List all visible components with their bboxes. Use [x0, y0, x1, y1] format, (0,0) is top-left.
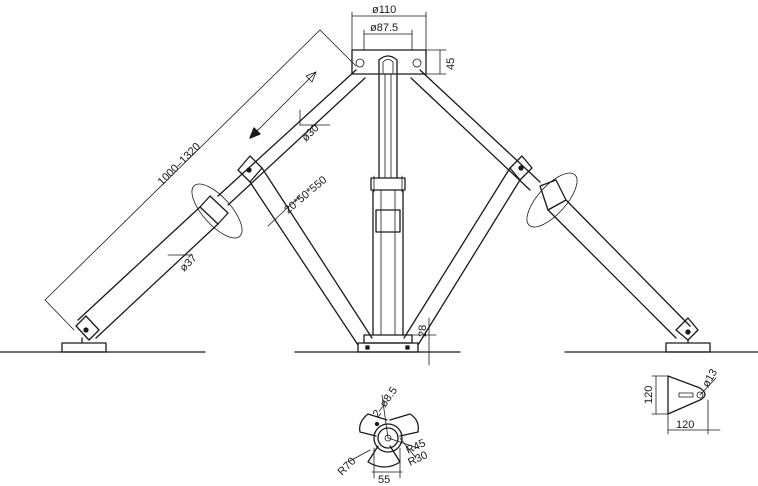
dim-hub-hole: 2–ø8.5 [371, 385, 400, 420]
dim-hub-width: 55 [378, 474, 390, 486]
top-hub [351, 11, 447, 75]
dim-leg-length: 1000–1320 [156, 141, 203, 188]
dim-top-inner: ø87.5 [370, 22, 398, 34]
foot-plan-view [651, 375, 721, 435]
dim-lower-tube: ø37 [178, 252, 200, 274]
dim-hub-r70: R70 [336, 455, 359, 478]
left-leg [44, 29, 373, 353]
dim-foot-width: 120 [676, 419, 694, 431]
right-leg [403, 69, 711, 353]
center-column [357, 73, 437, 366]
dim-top-height: 45 [445, 58, 457, 70]
dim-base-height: 28 [417, 325, 429, 337]
dim-top-outer: ø110 [372, 4, 396, 16]
hub-plan-view [347, 394, 419, 479]
dim-upper-tube: ø30 [300, 122, 322, 144]
dim-foot-height: 120 [643, 386, 655, 404]
dim-foot-hole: ø13 [700, 367, 720, 389]
dim-brace-section: 20*50*550 [282, 174, 329, 216]
